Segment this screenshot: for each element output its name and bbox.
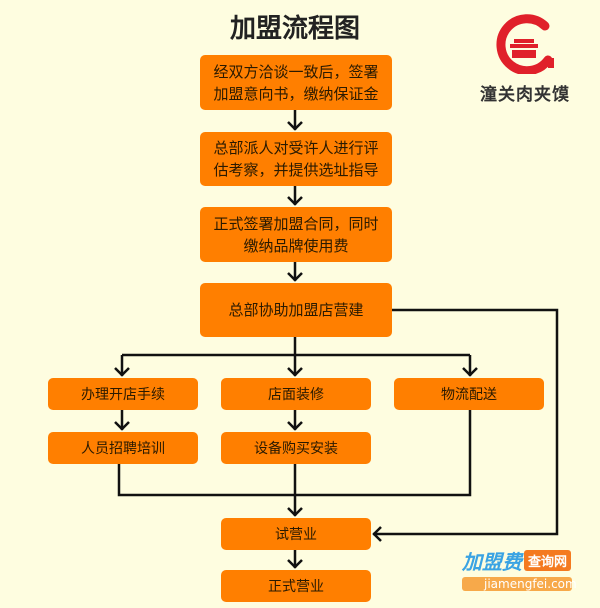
- step-staff-recruitment: 人员招聘培训: [48, 432, 198, 464]
- step-sign-intent: 经双方洽谈一致后，签署加盟意向书，缴纳保证金: [200, 55, 392, 110]
- watermark-domain: jiamengfei.com: [462, 577, 577, 591]
- brand-name: 潼关肉夹馍: [480, 85, 570, 105]
- step-store-construction: 总部协助加盟店营建: [200, 283, 392, 337]
- brand-logo: 潼关肉夹馍: [470, 14, 580, 105]
- step-trial-operation: 试营业: [221, 518, 371, 550]
- watermark-part1: 加盟费: [462, 550, 522, 574]
- watermark: 加盟费 查询网 jiamengfei.com: [462, 546, 577, 591]
- step-open-procedures: 办理开店手续: [48, 378, 198, 410]
- step-sign-contract: 正式签署加盟合同，同时缴纳品牌使用费: [200, 207, 392, 262]
- diagram-title: 加盟流程图: [229, 14, 360, 44]
- watermark-part2: 查询网: [524, 550, 572, 571]
- step-official-opening: 正式营业: [221, 570, 371, 602]
- step-decoration: 店面装修: [221, 378, 371, 410]
- logo-emblem-icon: [496, 14, 554, 76]
- step-logistics: 物流配送: [394, 378, 544, 410]
- step-equipment: 设备购买安装: [221, 432, 371, 464]
- step-evaluation: 总部派人对受许人进行评估考察，并提供选址指导: [200, 132, 392, 186]
